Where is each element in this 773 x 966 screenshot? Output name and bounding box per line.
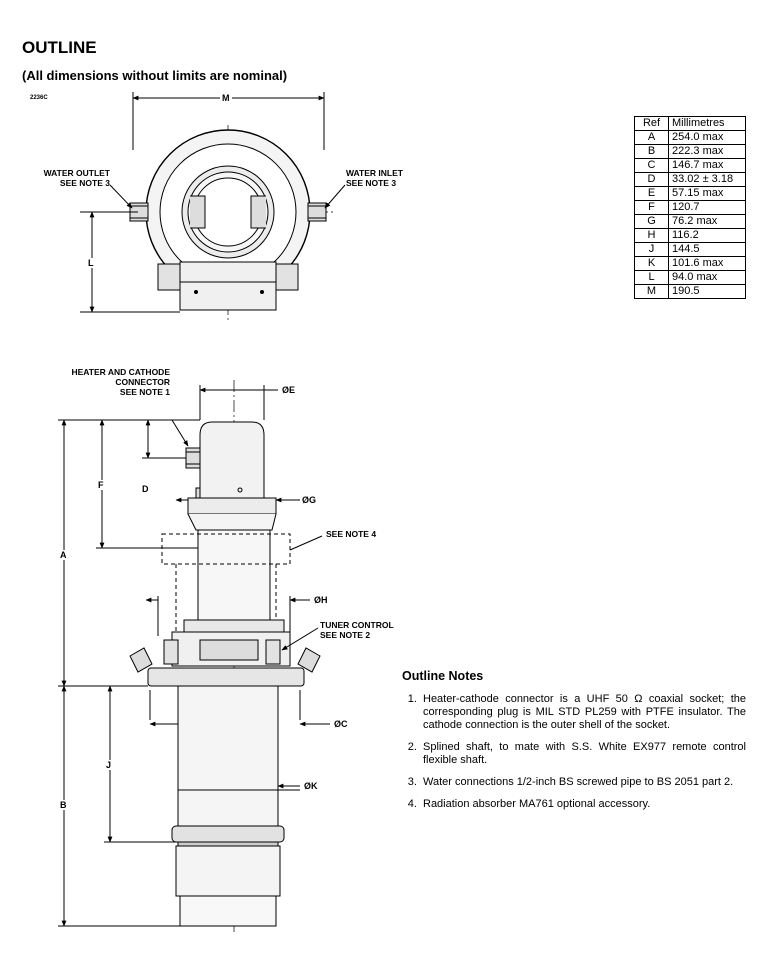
- heater-connector-line2: CONNECTOR: [115, 377, 170, 387]
- table-cell-ref: K: [634, 256, 669, 271]
- table-cell-ref: G: [634, 214, 669, 229]
- dim-label-c: ØC: [332, 719, 350, 729]
- table-cell-mm: 254.0 max: [668, 130, 746, 145]
- tuner-control-line1: TUNER CONTROL: [320, 620, 394, 630]
- table-cell-ref: F: [634, 200, 669, 215]
- water-inlet-line1: WATER INLET: [346, 168, 403, 178]
- dim-label-e: ØE: [280, 385, 298, 395]
- notes-list: Heater-cathode connector is a UHF 50 Ω c…: [396, 693, 746, 811]
- note-item: Radiation absorber MA761 optional access…: [420, 798, 746, 811]
- table-cell-ref: E: [634, 186, 669, 201]
- table-cell-mm: 76.2 max: [668, 214, 746, 229]
- table-cell-ref: C: [634, 158, 669, 173]
- table-cell-mm: 120.7: [668, 200, 746, 215]
- note-item: Water connections 1/2-inch BS screwed pi…: [420, 776, 746, 789]
- table-cell-ref: M: [634, 284, 669, 299]
- table-cell-mm: 33.02 ± 3.18: [668, 172, 746, 187]
- table-cell-mm: 144.5: [668, 242, 746, 257]
- table-cell-mm: 190.5: [668, 284, 746, 299]
- dim-label-h: ØH: [312, 595, 330, 605]
- table-cell-mm: 101.6 max: [668, 256, 746, 271]
- heater-connector-label: HEATER AND CATHODE CONNECTOR SEE NOTE 1: [48, 367, 170, 397]
- dim-label-d: D: [140, 484, 151, 494]
- table-cell-mm: 116.2: [668, 228, 746, 243]
- note-item: Heater-cathode connector is a UHF 50 Ω c…: [420, 693, 746, 732]
- outline-notes: Outline Notes Heater-cathode connector i…: [396, 670, 746, 820]
- heater-connector-line3: SEE NOTE 1: [119, 387, 170, 397]
- table-header-mm: Millimetres: [668, 116, 746, 131]
- dim-label-f: F: [96, 480, 106, 490]
- heater-connector-line1: HEATER AND CATHODE: [71, 367, 170, 377]
- table-cell-mm: 94.0 max: [668, 270, 746, 285]
- water-outlet-label: WATER OUTLET SEE NOTE 3: [28, 168, 110, 188]
- note-item: Splined shaft, to mate with S.S. White E…: [420, 741, 746, 767]
- table-cell-mm: 222.3 max: [668, 144, 746, 159]
- table-cell-ref: D: [634, 172, 669, 187]
- table-cell-ref: H: [634, 228, 669, 243]
- notes-title: Outline Notes: [402, 669, 484, 683]
- drawing-code: 2236C: [30, 95, 48, 101]
- table-header-row: Ref Millimetres: [634, 116, 746, 131]
- dim-label-l: L: [86, 258, 96, 268]
- page-title: OUTLINE: [22, 38, 97, 57]
- table-cell-ref: L: [634, 270, 669, 285]
- water-inlet-label: WATER INLET SEE NOTE 3: [346, 168, 403, 188]
- page-subtitle: (All dimensions without limits are nomin…: [22, 68, 288, 83]
- water-inlet-line2: SEE NOTE 3: [346, 178, 397, 188]
- table-header-ref: Ref: [634, 116, 669, 131]
- table-cell-mm: 146.7 max: [668, 158, 746, 173]
- table-cell-mm: 57.15 max: [668, 186, 746, 201]
- dim-label-g: ØG: [300, 495, 319, 505]
- table-cell-ref: J: [634, 242, 669, 257]
- tuner-control-line2: SEE NOTE 2: [320, 630, 371, 640]
- dim-label-j: J: [104, 760, 114, 770]
- table-cell-ref: A: [634, 130, 669, 145]
- see-note-4-label: SEE NOTE 4: [326, 529, 377, 539]
- table-cell-ref: B: [634, 144, 669, 159]
- water-outlet-line1: WATER OUTLET: [43, 168, 110, 178]
- tuner-control-label: TUNER CONTROL SEE NOTE 2: [320, 620, 394, 640]
- dim-label-m: M: [220, 93, 232, 103]
- water-outlet-line2: SEE NOTE 3: [59, 178, 110, 188]
- dim-label-k: ØK: [302, 781, 320, 791]
- dim-label-a: A: [58, 550, 69, 560]
- dim-label-b: B: [58, 800, 69, 810]
